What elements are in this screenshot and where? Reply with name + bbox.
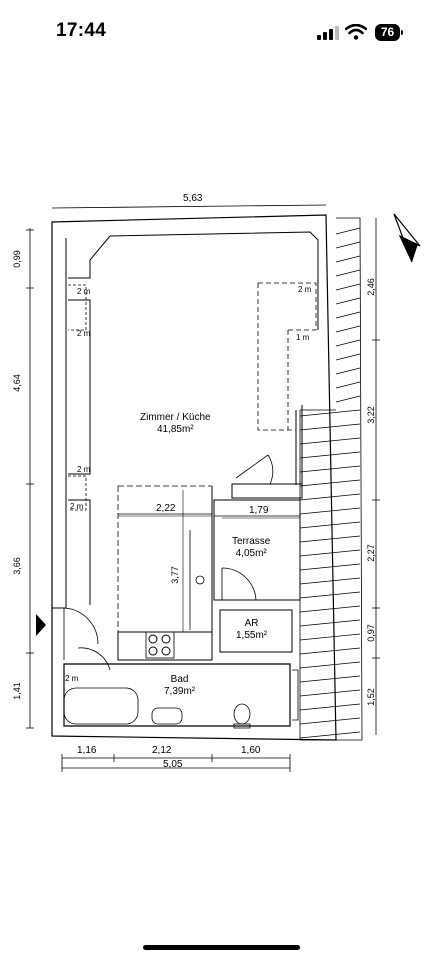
dim-right-2: 3,22 (365, 406, 376, 424)
room-zimmer-kueche: Zimmer / Küche 41,85m² (140, 412, 211, 436)
height-mark: 2 m (70, 502, 84, 511)
room-area: 4,05m² (235, 548, 267, 559)
height-mark: 2 m (65, 674, 79, 683)
dim-left-2: 4,64 (11, 374, 22, 392)
room-terrasse: Terrasse 4,05m² (232, 536, 270, 560)
dim-inner-1-79: 1,79 (249, 505, 269, 516)
home-indicator[interactable] (143, 945, 300, 950)
dim-left-3: 3,66 (11, 557, 22, 575)
height-mark: 1 m (296, 333, 310, 342)
dim-right-1: 2,46 (365, 278, 376, 296)
dim-inner-3-77: 3,77 (169, 566, 180, 584)
dim-bottom-1: 1,16 (77, 745, 97, 756)
room-name: Bad (170, 674, 189, 685)
dim-right-4: 0,97 (365, 624, 376, 642)
dim-bottom-total: 5,05 (163, 759, 183, 770)
room-name: Terrasse (232, 536, 271, 547)
room-ar: AR 1,55m² (236, 618, 267, 642)
height-mark: 2 m (77, 287, 91, 296)
dim-top-width: 5,63 (183, 193, 203, 204)
dim-left-1: 0,99 (11, 250, 22, 268)
dim-left-4: 1,41 (11, 682, 22, 700)
height-mark: 2 m (77, 329, 91, 338)
dim-bottom-3: 1,60 (241, 745, 261, 756)
room-area: 1,55m² (236, 630, 268, 641)
dim-right-5: 1,52 (365, 688, 376, 706)
room-name: AR (244, 618, 259, 629)
room-area: 7,39m² (164, 686, 196, 697)
status-bar: 17:44 76 (0, 0, 443, 66)
dim-bottom-2: 2,12 (152, 745, 172, 756)
battery-tip (401, 30, 403, 35)
room-area: 41,85m² (156, 424, 194, 435)
room-bad: Bad 7,39m² (164, 674, 195, 698)
height-mark: 2 m (298, 285, 312, 294)
dim-inner-2-22: 2,22 (156, 503, 176, 514)
height-mark: 2 m (77, 465, 91, 474)
dim-right-3: 2,27 (365, 544, 376, 562)
cellular-signal-icon (317, 26, 339, 40)
wifi-icon (344, 23, 368, 40)
room-name: Zimmer / Küche (140, 412, 211, 423)
clock: 17:44 (56, 20, 107, 41)
battery-icon: 76 (375, 24, 400, 41)
